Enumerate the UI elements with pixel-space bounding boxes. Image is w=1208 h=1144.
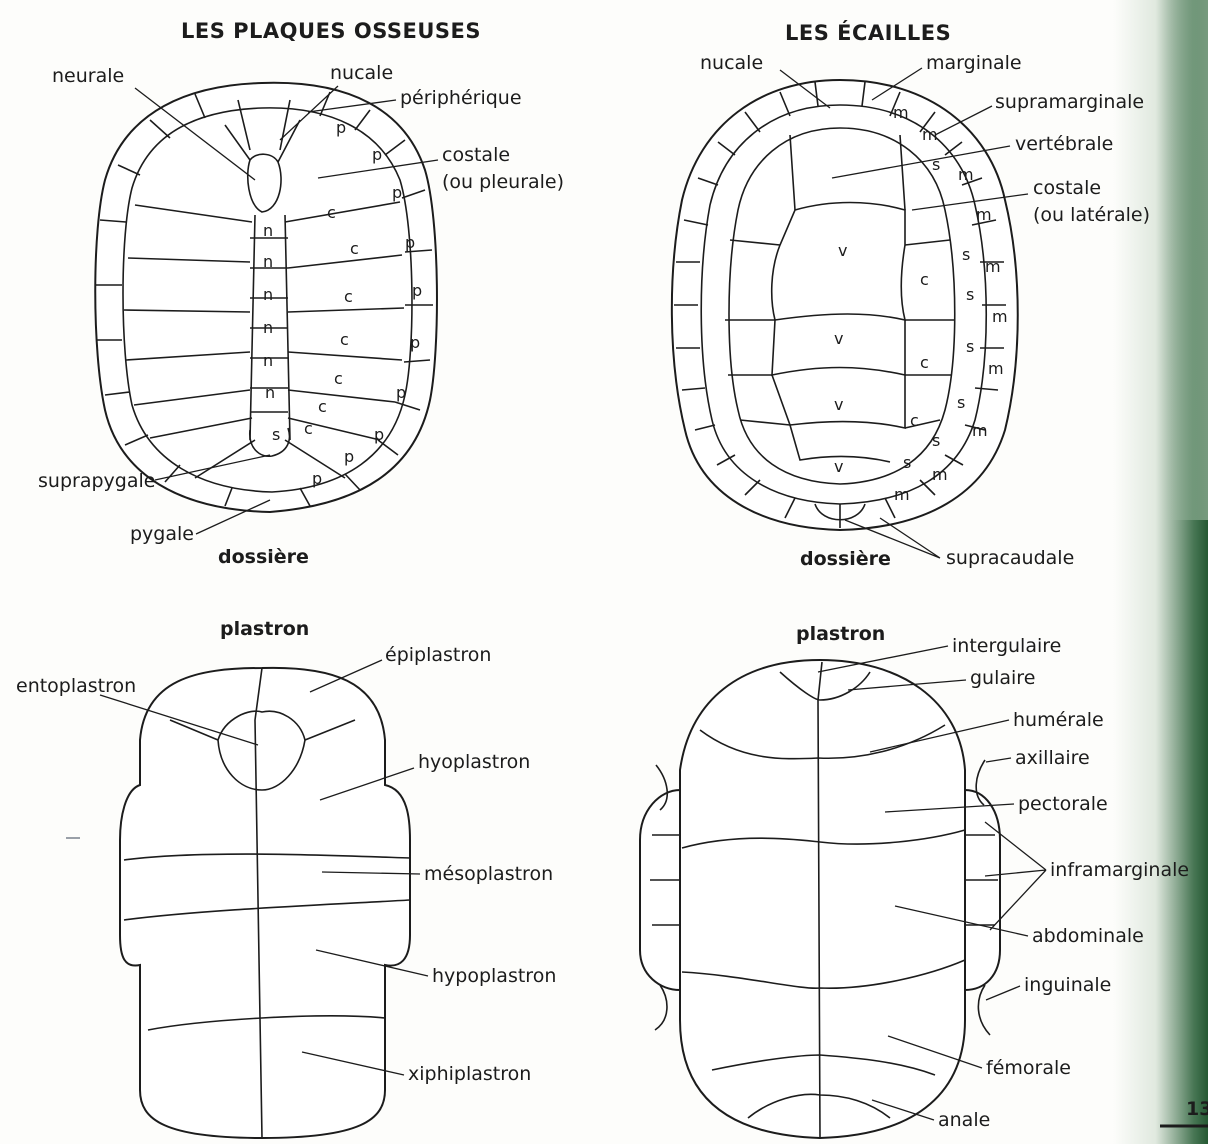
label-humerale: humérale [1013,709,1104,731]
svg-text:c: c [920,270,929,289]
svg-text:p: p [372,145,382,164]
svg-text:p: p [412,281,422,300]
svg-text:p: p [344,447,354,466]
svg-text:c: c [920,353,929,372]
svg-text:n: n [263,351,273,370]
svg-text:p: p [392,183,402,202]
svg-text:s: s [966,337,974,356]
svg-text:c: c [910,411,919,430]
svg-text:c: c [334,369,343,388]
label-entoplastron: entoplastron [16,675,136,697]
svg-text:s: s [272,425,280,444]
svg-text:c: c [344,287,353,306]
caption-dossiere-ecailles: dossière [800,548,891,570]
svg-text:p: p [336,118,346,137]
ecailles-title: LES ÉCAILLES [785,20,951,45]
svg-text:m: m [988,359,1004,378]
svg-text:s: s [966,285,974,304]
label-inframarginale: inframarginale [1050,859,1189,881]
label-abdominale: abdominale [1032,925,1144,947]
svg-text:m: m [932,465,948,484]
svg-text:m: m [985,257,1001,276]
dossiere-ecailles-outline [672,80,1018,530]
label-intergulaire: intergulaire [952,635,1061,657]
label-epiplastron: épiplastron [385,644,491,666]
svg-text:p: p [374,425,384,444]
caption-plastron-osseux: plastron [220,618,309,640]
svg-text:n: n [263,285,273,304]
svg-text:s: s [932,431,940,450]
svg-text:v: v [834,457,843,476]
svg-text:m: m [894,485,910,504]
label-vertebrale: vertébrale [1015,133,1113,155]
svg-text:m: m [958,165,974,184]
svg-text:c: c [327,203,336,222]
svg-text:m: m [922,125,938,144]
svg-text:c: c [340,330,349,349]
plastron-osseux-figure [120,668,410,1138]
caption-dossiere-osseuse: dossière [218,546,309,568]
svg-text:v: v [838,241,847,260]
label-peripherique: périphérique [400,87,522,109]
label-pectorale: pectorale [1018,793,1108,815]
svg-text:v: v [834,395,843,414]
caption-plastron-ecailles: plastron [796,623,885,645]
label-xiphiplastron: xiphiplastron [408,1063,531,1085]
svg-text:m: m [992,307,1008,326]
label-hypoplastron: hypoplastron [432,965,556,987]
svg-text:m: m [976,205,992,224]
plastron-ecailles-figure [640,660,1000,1138]
page-number: 13 [1186,1098,1208,1120]
label-hyoplastron: hyoplastron [418,751,530,773]
svg-text:m: m [893,103,909,122]
svg-text:p: p [312,469,322,488]
label-nucale-osseuse: nucale [330,62,393,84]
label-suprapygale: suprapygale [38,470,155,492]
label-supracaudale: supracaudale [946,547,1074,569]
label-marginale: marginale [926,52,1022,74]
svg-text:s: s [903,453,911,472]
svg-text:n: n [263,252,273,271]
label-gulaire: gulaire [970,667,1035,689]
svg-text:s: s [957,393,965,412]
svg-text:c: c [318,397,327,416]
plaques-osseuses-title: LES PLAQUES OSSEUSES [181,19,481,43]
label-anale: anale [938,1109,990,1131]
svg-text:n: n [263,221,273,240]
svg-text:p: p [405,233,415,252]
svg-text:v: v [834,329,843,348]
label-laterale: (ou latérale) [1033,204,1150,226]
svg-text:n: n [263,318,273,337]
label-inguinale: inguinale [1024,974,1111,996]
label-supramarginale: supramarginale [995,91,1144,113]
svg-text:c: c [350,239,359,258]
label-costale-ecaille: costale [1033,177,1101,199]
label-femorale: fémorale [986,1057,1071,1079]
svg-text:p: p [396,383,406,402]
dossiere-ecailles-figure [672,80,1018,530]
svg-text:m: m [972,421,988,440]
svg-text:c: c [304,419,313,438]
svg-text:n: n [265,383,275,402]
svg-text:p: p [410,333,420,352]
svg-text:s: s [932,155,940,174]
label-mesoplastron: mésoplastron [424,863,553,885]
label-pleurale: (ou pleurale) [442,171,564,193]
label-neurale: neurale [52,65,124,87]
plastron-ecailles-outline [680,660,965,1138]
label-nucale-ecaille: nucale [700,52,763,74]
svg-text:s: s [962,245,970,264]
label-costale-osseuse: costale [442,144,510,166]
label-axillaire: axillaire [1015,747,1090,769]
label-pygale: pygale [130,523,194,545]
